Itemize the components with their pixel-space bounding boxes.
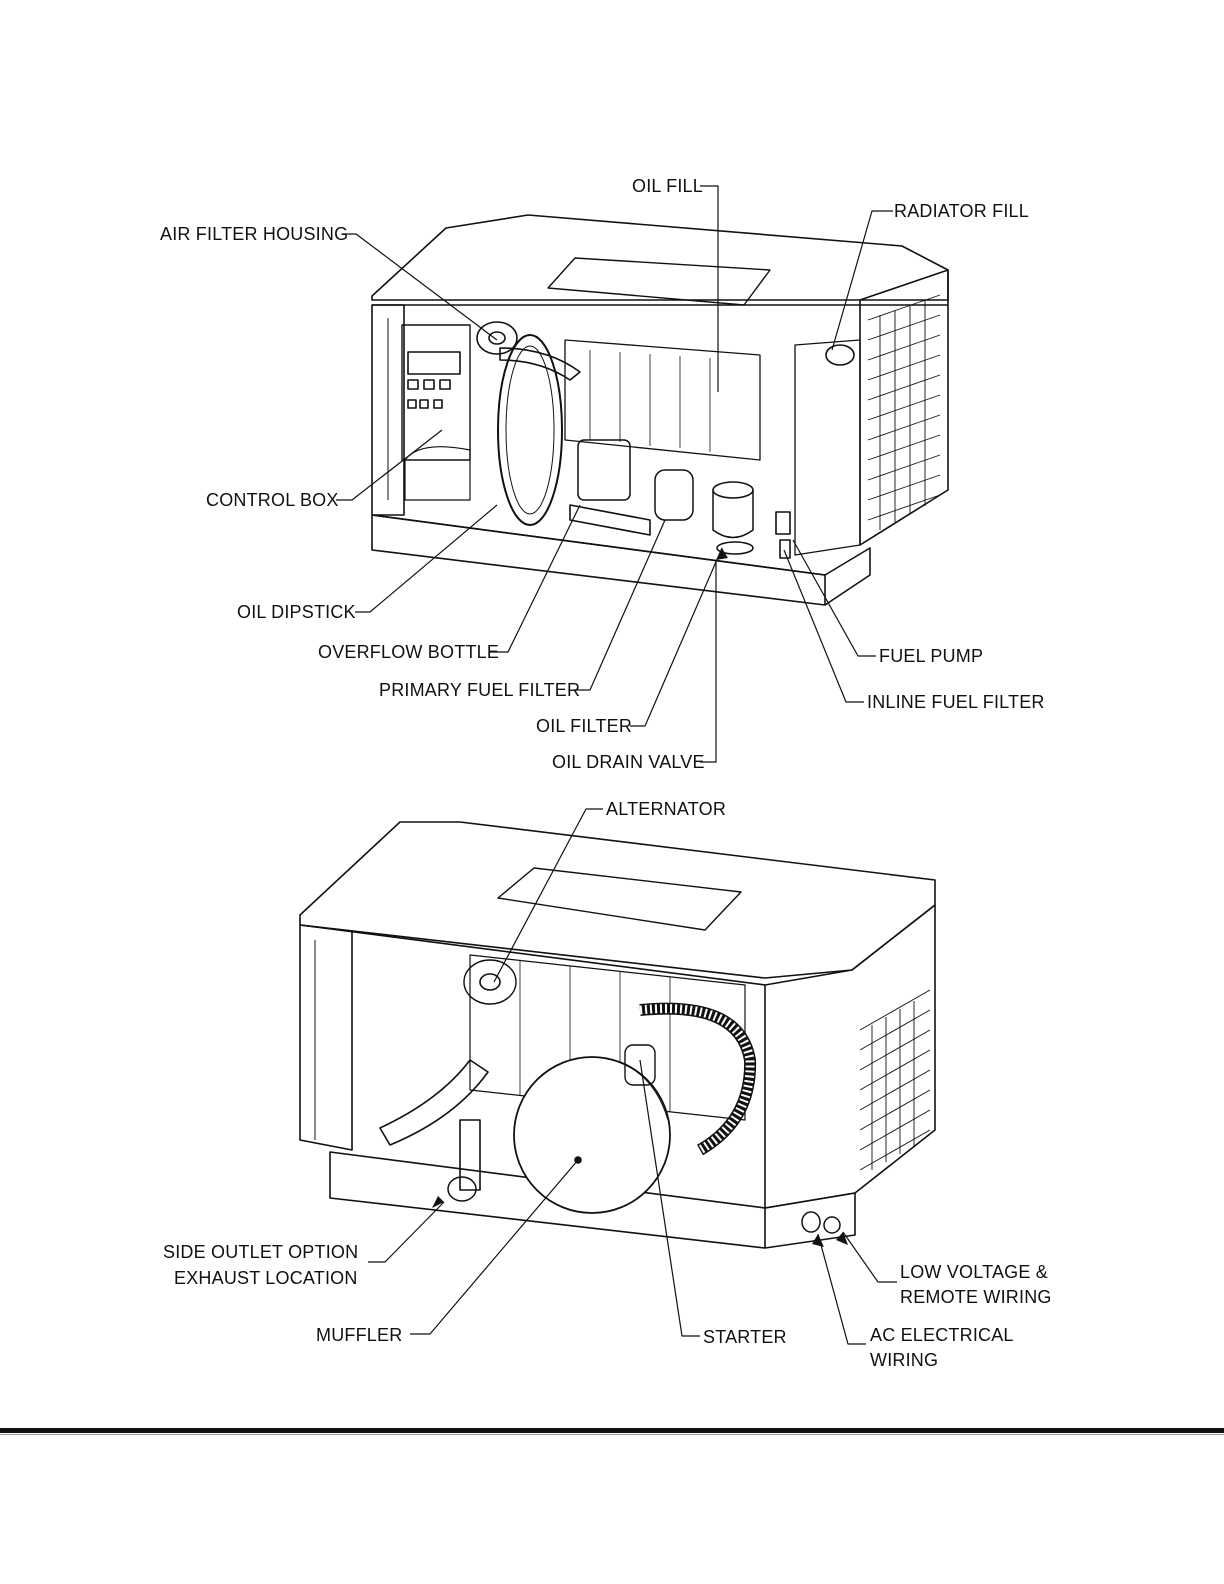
label-radiator-fill: RADIATOR FILL xyxy=(894,200,1029,222)
bottom-roof-panel xyxy=(498,868,741,930)
label-primary-fuel-filter: PRIMARY FUEL FILTER xyxy=(379,679,580,701)
label-side-outlet-line1: SIDE OUTLET OPTION xyxy=(163,1241,358,1263)
label-alternator: ALTERNATOR xyxy=(606,798,726,820)
label-overflow-bottle: OVERFLOW BOTTLE xyxy=(318,641,499,663)
air-filter-housing-shape xyxy=(477,322,517,354)
radiator-shape xyxy=(795,340,860,555)
label-oil-filter: OIL FILTER xyxy=(536,715,632,737)
bottom-generator-enclosure xyxy=(300,822,935,1248)
label-low-voltage-line1: LOW VOLTAGE & xyxy=(900,1261,1048,1283)
radiator-fill-cap xyxy=(826,345,854,365)
low-voltage-fitting xyxy=(824,1217,840,1233)
top-leader-lines xyxy=(336,186,893,762)
footer-rule-shadow xyxy=(0,1434,1224,1435)
label-side-outlet-line2: EXHAUST LOCATION xyxy=(174,1267,358,1289)
fuel-pump-shape xyxy=(776,512,790,534)
label-ac-electrical-line2: WIRING xyxy=(870,1349,938,1371)
label-air-filter-housing: AIR FILTER HOUSING xyxy=(160,223,348,245)
ac-wiring-fitting xyxy=(802,1212,820,1232)
label-oil-fill: OIL FILL xyxy=(632,175,703,197)
label-oil-dipstick: OIL DIPSTICK xyxy=(237,601,356,623)
overflow-bottle-shape xyxy=(578,440,630,500)
top-side-grille xyxy=(868,295,940,530)
label-muffler: MUFFLER xyxy=(316,1324,402,1346)
label-oil-drain-valve: OIL DRAIN VALVE xyxy=(552,751,705,773)
control-box-shape xyxy=(402,325,470,460)
primary-fuel-filter-shape xyxy=(655,470,693,520)
inline-fuel-filter-shape xyxy=(780,540,790,558)
label-inline-fuel-filter: INLINE FUEL FILTER xyxy=(867,691,1045,713)
footer-rule xyxy=(0,1428,1224,1433)
top-generator-enclosure xyxy=(372,215,948,605)
alternator-shape xyxy=(464,960,516,1004)
label-fuel-pump: FUEL PUMP xyxy=(879,645,983,667)
label-ac-electrical-line1: AC ELECTRICAL xyxy=(870,1324,1014,1346)
label-low-voltage-line2: REMOTE WIRING xyxy=(900,1286,1052,1308)
top-roof-panel xyxy=(548,258,770,305)
label-control-box: CONTROL BOX xyxy=(206,489,339,511)
oil-filter-shape xyxy=(713,490,753,538)
side-outlet-shape xyxy=(448,1177,476,1201)
label-starter: STARTER xyxy=(703,1326,787,1348)
